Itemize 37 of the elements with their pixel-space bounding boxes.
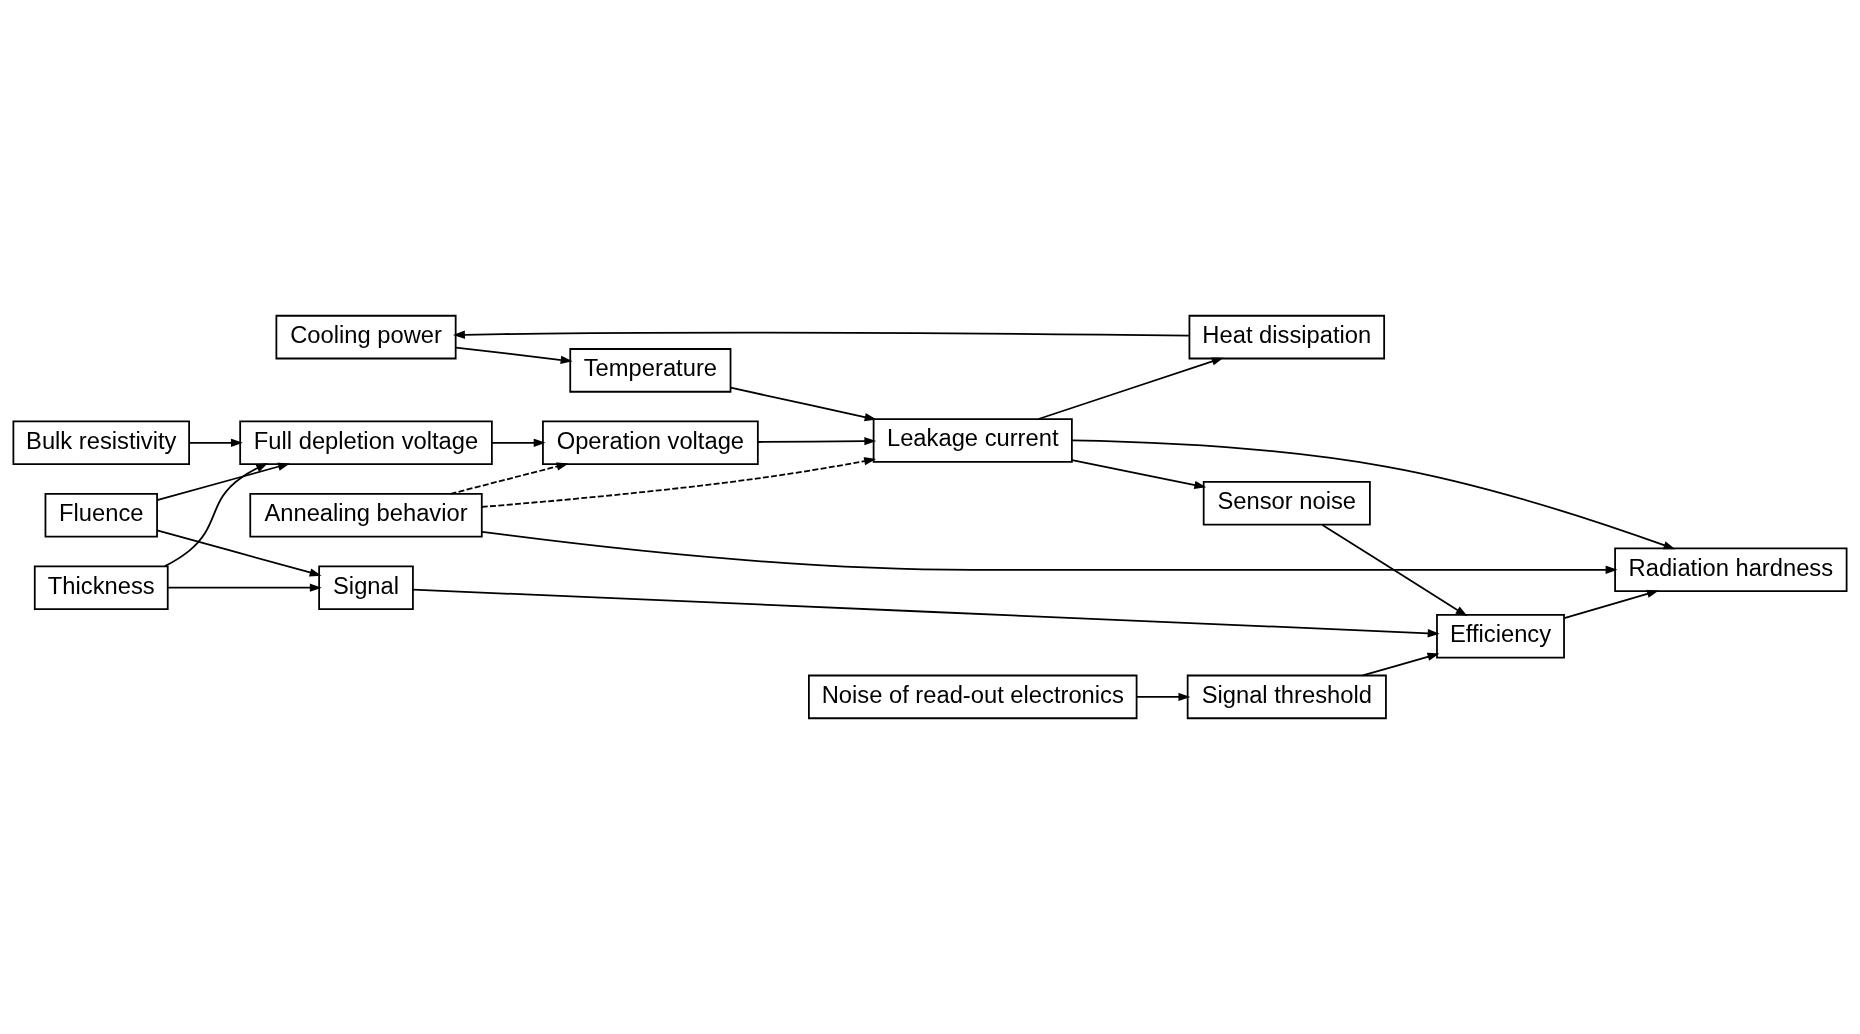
arrow: [1071, 439, 1676, 550]
arrow: [1135, 692, 1191, 702]
arrow: [757, 437, 877, 446]
arrow: [1563, 589, 1659, 619]
node-box: Operation voltage: [542, 420, 759, 466]
node-box: Signal: [318, 565, 414, 610]
node-box: Leakage current: [872, 418, 1073, 463]
arrow: [156, 529, 322, 577]
node-box: Thickness: [33, 565, 169, 610]
arrow: [188, 438, 243, 447]
arrow: [412, 588, 1440, 638]
arrow: [1321, 524, 1468, 617]
arrow: [729, 386, 877, 422]
arrow: [449, 462, 569, 495]
node-box: Cooling power: [275, 314, 457, 360]
node-box: Full depletion voltage: [239, 420, 493, 466]
node-box: Radiation hardness: [1614, 547, 1848, 593]
node-box: Fluence: [44, 492, 158, 538]
node-box: Sensor noise: [1202, 481, 1371, 526]
arrow: [167, 583, 322, 592]
node-box: Noise of read-out electronics: [808, 674, 1138, 720]
arrow: [156, 462, 290, 501]
arrow: [455, 346, 573, 365]
node-box: Signal threshold: [1186, 674, 1387, 720]
arrow: [1361, 652, 1440, 677]
arrow: [164, 463, 269, 567]
node-box: Annealing behavior: [249, 492, 483, 538]
arrow: [453, 330, 1190, 339]
arrow: [1071, 459, 1207, 490]
node-box: Efficiency: [1436, 614, 1565, 659]
arrow: [481, 457, 877, 508]
node-box: Temperature: [569, 348, 732, 393]
arrow: [481, 530, 1618, 574]
arrow: [1037, 357, 1224, 420]
node-box: Bulk resistivity: [12, 420, 190, 466]
node-box: Heat dissipation: [1188, 314, 1386, 360]
arrow: [491, 438, 546, 447]
